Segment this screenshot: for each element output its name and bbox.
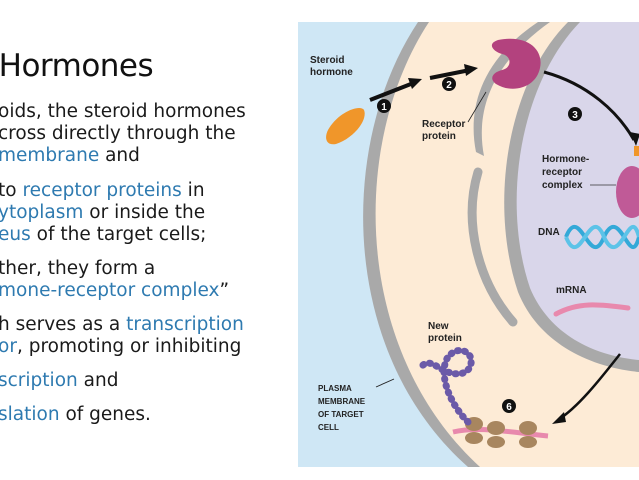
bullet-line: or, promoting or inhibiting xyxy=(0,336,244,358)
highlighted-term: receptor proteins xyxy=(22,180,182,201)
body-text: or inside the xyxy=(83,202,206,223)
label-complex-1: Hormone- xyxy=(542,154,589,165)
new-protein-chain xyxy=(418,347,475,426)
label-receptor-protein-2: protein xyxy=(422,131,456,142)
arrow-step-1 xyxy=(369,80,417,102)
bullet-line: slation of genes. xyxy=(0,404,151,426)
label-complex-3: complex xyxy=(542,180,583,191)
bullet-line: eus of the target cells; xyxy=(0,224,206,246)
arrow-step-3 xyxy=(543,70,636,141)
label-plasma-membrane-4: CELL xyxy=(318,423,339,432)
bullet-paragraph: scription and xyxy=(0,370,118,392)
step-1-badge: 1 xyxy=(377,99,391,113)
body-text: ther, they form a xyxy=(0,258,156,279)
steroid-hormone-diagram: 1 2 3 6 Steroid hormone Receptor protein… xyxy=(298,22,639,467)
step-6-badge: 6 xyxy=(502,399,516,413)
receptor-leader-line xyxy=(467,91,487,123)
dna-strand-b xyxy=(564,224,639,250)
arrow-step-2 xyxy=(429,68,471,80)
body-text: ” xyxy=(219,280,230,301)
bullet-line: h serves as a transcription xyxy=(0,314,244,336)
highlighted-term: eus xyxy=(0,224,31,245)
bound-hormone xyxy=(634,146,639,156)
body-text: of genes. xyxy=(59,404,151,425)
label-plasma-membrane-3: OF TARGET xyxy=(318,410,364,419)
plasma-membrane-leader-line xyxy=(375,378,395,388)
highlighted-term: membrane xyxy=(0,145,100,166)
svg-text:2: 2 xyxy=(446,80,452,91)
arrow-step-5-head xyxy=(552,412,566,424)
body-text: and xyxy=(77,370,119,391)
body-text: , promoting or inhibiting xyxy=(16,336,242,357)
bullet-line: to receptor proteins in xyxy=(0,180,206,202)
receptor-protein xyxy=(491,38,541,89)
svg-text:3: 3 xyxy=(572,110,578,121)
slide-text-panel: id Hormones oids, the steroid hormonescr… xyxy=(0,0,300,480)
bullet-line: mone-receptor complex” xyxy=(0,280,229,302)
arrow-step-2-head xyxy=(464,64,478,76)
highlighted-term: slation xyxy=(0,404,60,425)
body-text: in xyxy=(181,180,205,201)
highlighted-term: ytoplasm xyxy=(0,202,84,223)
diagram-svg: 1 2 3 6 Steroid hormone Receptor protein… xyxy=(298,22,639,467)
slide-title: id Hormones xyxy=(0,48,154,84)
bullet-line: ytoplasm or inside the xyxy=(0,202,206,224)
body-text: and xyxy=(99,145,140,166)
label-dna: DNA xyxy=(538,227,560,238)
bullet-line: cross directly through the xyxy=(0,123,246,145)
bullet-paragraph: slation of genes. xyxy=(0,404,151,426)
ribosomes xyxy=(465,417,537,448)
label-plasma-membrane-1: PLASMA xyxy=(318,384,352,393)
bullet-line: membrane and xyxy=(0,145,246,167)
body-text: cross directly through the xyxy=(0,123,236,144)
highlighted-term: transcription xyxy=(126,314,244,335)
label-new-protein-2: protein xyxy=(428,333,462,344)
arrow-step-1-head xyxy=(408,78,422,89)
body-text: h serves as a xyxy=(0,314,127,335)
steroid-hormone-molecule xyxy=(326,108,365,145)
label-receptor-protein-1: Receptor xyxy=(422,119,465,130)
mrna-strand xyxy=(553,302,631,317)
step-2-badge: 2 xyxy=(442,77,456,91)
body-text: to xyxy=(0,180,23,201)
body-text: of the target cells; xyxy=(30,224,207,245)
bullet-line: ther, they form a xyxy=(0,258,229,280)
nuclear-envelope-pore xyxy=(467,167,518,327)
label-plasma-membrane-2: MEMBRANE xyxy=(318,397,366,406)
label-new-protein-1: New xyxy=(428,321,449,332)
svg-text:1: 1 xyxy=(381,102,387,113)
label-steroid-hormone-2: hormone xyxy=(310,67,353,78)
highlighted-term: mone-receptor complex xyxy=(0,280,220,301)
step-3-badge: 3 xyxy=(568,107,582,121)
label-mrna: mRNA xyxy=(556,285,587,296)
bullet-line: oids, the steroid hormones xyxy=(0,101,246,123)
label-complex-2: receptor xyxy=(542,167,582,178)
arrow-step-3-head xyxy=(630,132,639,146)
body-text: oids, the steroid hormones xyxy=(0,101,246,122)
svg-text:6: 6 xyxy=(506,402,512,413)
bullet-line: scription and xyxy=(0,370,118,392)
label-steroid-hormone-1: Steroid xyxy=(310,55,344,66)
highlighted-term: scription xyxy=(0,370,78,391)
highlighted-term: or xyxy=(0,336,17,357)
hormone-receptor-complex xyxy=(616,166,639,218)
